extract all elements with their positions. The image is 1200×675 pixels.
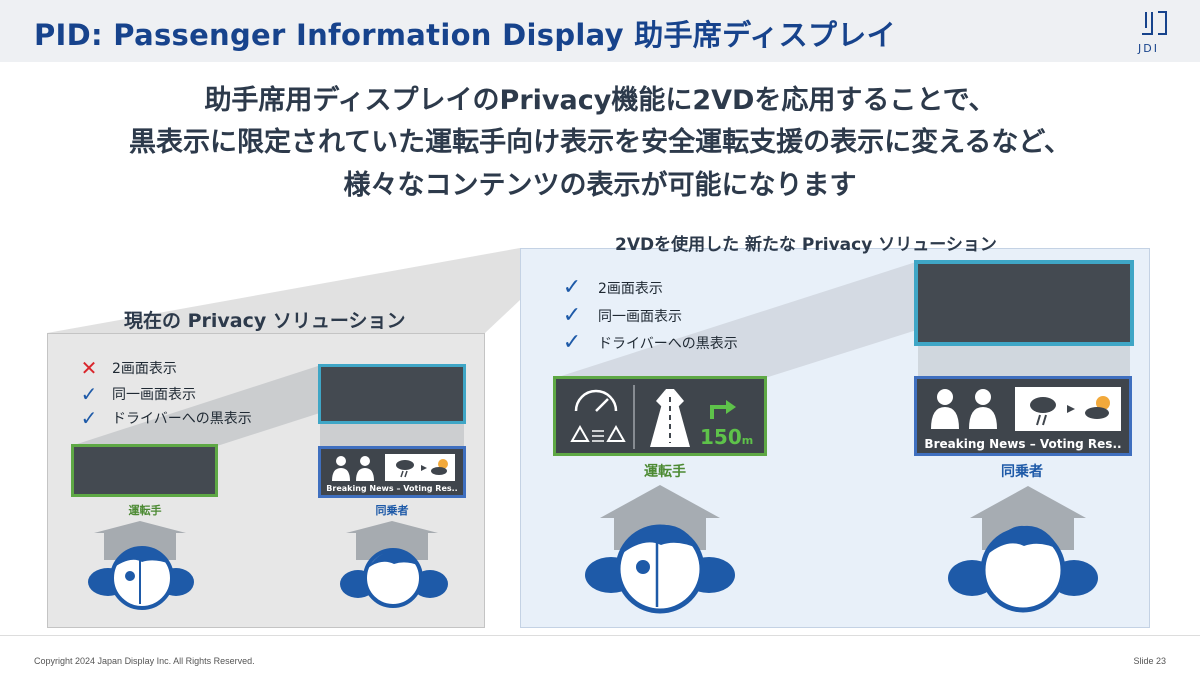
man-presenter-icon (931, 389, 959, 429)
checkmark-icon: ✓ (562, 330, 582, 355)
slide-title: PID: Passenger Information Display 助手席ディ… (34, 18, 896, 52)
current-feature-3: ✓ ドライバーへの黒表示 (78, 406, 252, 430)
road-merge-icon (650, 389, 690, 447)
new-passenger-screen: Breaking News – Voting Res.. (914, 376, 1132, 456)
current-feature-1: ✕ 2画面表示 (78, 356, 177, 380)
new-passenger-label: 同乗者 (1001, 464, 1043, 480)
sun-cloud-icon (1085, 396, 1110, 419)
current-passenger-screen: Breaking News – Voting Res.. (318, 446, 466, 498)
driver-head-icon (585, 524, 735, 614)
copyright-text: Copyright 2024 Japan Display Inc. All Ri… (34, 656, 255, 666)
header-bar: PID: Passenger Information Display 助手席ディ… (0, 0, 1200, 62)
passenger-head-icon (340, 548, 448, 608)
new-solution-title: 2VDを使用した 新たな Privacy ソリューション (615, 235, 997, 255)
man-presenter-icon (332, 456, 350, 481)
turn-right-arrow-icon (710, 400, 736, 419)
checkmark-icon: ✓ (80, 382, 98, 406)
headline-line-3: 様々なコンテンツの表示が可能になります (343, 170, 857, 201)
headline-line-1: 助手席用ディスプレイのPrivacy機能に2VDを応用することで、 (204, 85, 996, 116)
woman-presenter-icon (969, 389, 997, 429)
logo-text: JDI (1138, 42, 1159, 55)
sliders-icon (592, 430, 604, 442)
checkmark-icon: ✓ (80, 406, 98, 430)
checkmark-icon: ✓ (562, 275, 582, 300)
news-ticker: Breaking News – Voting Res.. (924, 437, 1122, 451)
current-driver-screen (71, 444, 218, 497)
storm-cloud-icon (396, 460, 414, 478)
passenger-head-icon (948, 525, 1098, 613)
current-feature-2: ✓ 同一画面表示 (78, 382, 196, 406)
storm-cloud-icon (1030, 397, 1056, 426)
checkmark-icon: ✓ (562, 303, 582, 328)
new-driver-label: 運転手 (644, 464, 686, 480)
sun-cloud-icon (431, 459, 448, 475)
jdi-logo-icon (1142, 11, 1167, 35)
current-passenger-overlap-screen (318, 364, 466, 424)
warning-icon (570, 424, 626, 442)
new-feature-1: ✓ 2画面表示 (560, 275, 663, 300)
driver-head-icon (88, 546, 194, 610)
news-ticker: Breaking News – Voting Res.. (326, 484, 458, 493)
woman-presenter-icon (356, 456, 374, 481)
distance-readout: 150m (700, 425, 754, 449)
current-driver-label: 運転手 (128, 504, 162, 517)
cross-icon: ✕ (80, 356, 98, 380)
headline-line-2: 黒表示に限定されていた運転手向け表示を安全運転支援の表示に変えるなど、 (128, 127, 1072, 158)
new-feature-3: ✓ ドライバーへの黒表示 (560, 330, 738, 355)
slide-number: Slide 23 (1133, 656, 1166, 666)
current-solution-title: 現在の Privacy ソリューション (124, 310, 406, 332)
new-feature-2: ✓ 同一画面表示 (560, 303, 682, 328)
footer-divider (0, 635, 1200, 636)
speedometer-icon (574, 389, 618, 412)
current-passenger-label: 同乗者 (375, 504, 409, 517)
new-passenger-overlap-screen (914, 260, 1134, 346)
new-driver-screen: 150m (553, 376, 767, 456)
